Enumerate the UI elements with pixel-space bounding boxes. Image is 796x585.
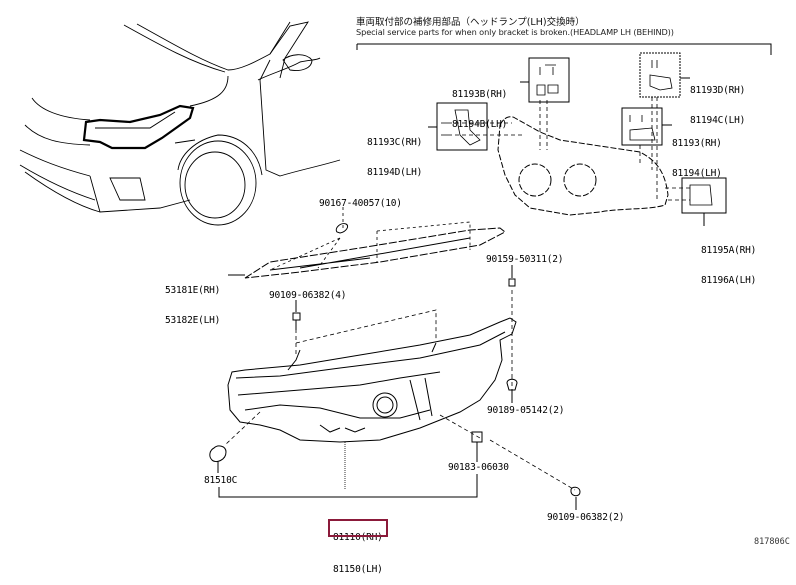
part-label-90159[interactable]: 90159-50311(2) bbox=[486, 254, 564, 265]
bracket-line bbox=[218, 474, 478, 498]
part-label-90109-top[interactable]: 90109-06382(4) bbox=[269, 290, 347, 301]
part-label-53181e[interactable]: 53181E(RH) 53182E(LH) bbox=[165, 266, 220, 336]
part-number-rh[interactable]: 53181E(RH) bbox=[165, 285, 221, 296]
car-headlamp-outline bbox=[82, 104, 195, 150]
part-number-rh[interactable]: 81193C(RH) bbox=[367, 137, 423, 148]
part-label-81193[interactable]: 81193(RH) 81194(LH) bbox=[672, 119, 722, 189]
part-label-81193b[interactable]: 81193B(RH) 81194B(LH) bbox=[452, 70, 507, 140]
part-number-rh[interactable]: 81193B(RH) bbox=[452, 89, 508, 100]
special-parts-title-en: Special service parts for when only brac… bbox=[356, 27, 674, 37]
part-label-90189[interactable]: 90189-05142(2) bbox=[487, 405, 565, 416]
headlamp-assembly bbox=[227, 317, 517, 443]
part-number-lh[interactable]: 81196A(LH) bbox=[701, 275, 757, 286]
car-front-illustration bbox=[19, 21, 341, 226]
part-number-lh[interactable]: 53182E(LH) bbox=[165, 315, 221, 326]
garnish-strip bbox=[228, 227, 506, 279]
part-number-rh[interactable]: 81195A(RH) bbox=[701, 245, 757, 256]
part-label-90109-bottom[interactable]: 90109-06382(2) bbox=[547, 512, 625, 523]
box-81193 bbox=[621, 107, 663, 146]
part-label-90183[interactable]: 90183-06030 bbox=[448, 462, 509, 473]
part-number-rh[interactable]: 81193(RH) bbox=[672, 138, 722, 149]
box-81193d bbox=[639, 52, 681, 98]
part-number-lh[interactable]: 81150(LH) bbox=[333, 564, 383, 575]
bracket-plate bbox=[497, 116, 669, 216]
part-number-lh[interactable]: 81194D(LH) bbox=[367, 167, 423, 178]
part-number-lh[interactable]: 81194C(LH) bbox=[690, 115, 746, 126]
part-label-81195a[interactable]: 81195A(RH) 81196A(LH) bbox=[701, 226, 756, 296]
part-label-90167[interactable]: 90167-40057(10) bbox=[319, 198, 402, 209]
special-parts-title-jp: 車両取付部の補修用部品（ヘッドランプ(LH)交換時） bbox=[356, 17, 585, 28]
diagram-code: 817806C bbox=[754, 537, 790, 547]
part-number-lh[interactable]: 81194(LH) bbox=[672, 168, 722, 179]
part-number-lh[interactable]: 81194B(LH) bbox=[452, 119, 508, 130]
special-parts-frame bbox=[356, 43, 772, 55]
selected-part-highlight bbox=[328, 519, 388, 537]
part-label-81510c[interactable]: 81510C bbox=[204, 475, 238, 486]
part-number-rh[interactable]: 81110(RH) bbox=[333, 532, 383, 543]
part-label-81193c[interactable]: 81193C(RH) 81194D(LH) bbox=[367, 118, 422, 188]
part-label-81193d[interactable]: 81193D(RH) 81194C(LH) bbox=[690, 66, 745, 136]
part-number-rh[interactable]: 81193D(RH) bbox=[690, 85, 746, 96]
parts-diagram bbox=[19, 21, 772, 510]
box-81193b bbox=[528, 57, 570, 103]
